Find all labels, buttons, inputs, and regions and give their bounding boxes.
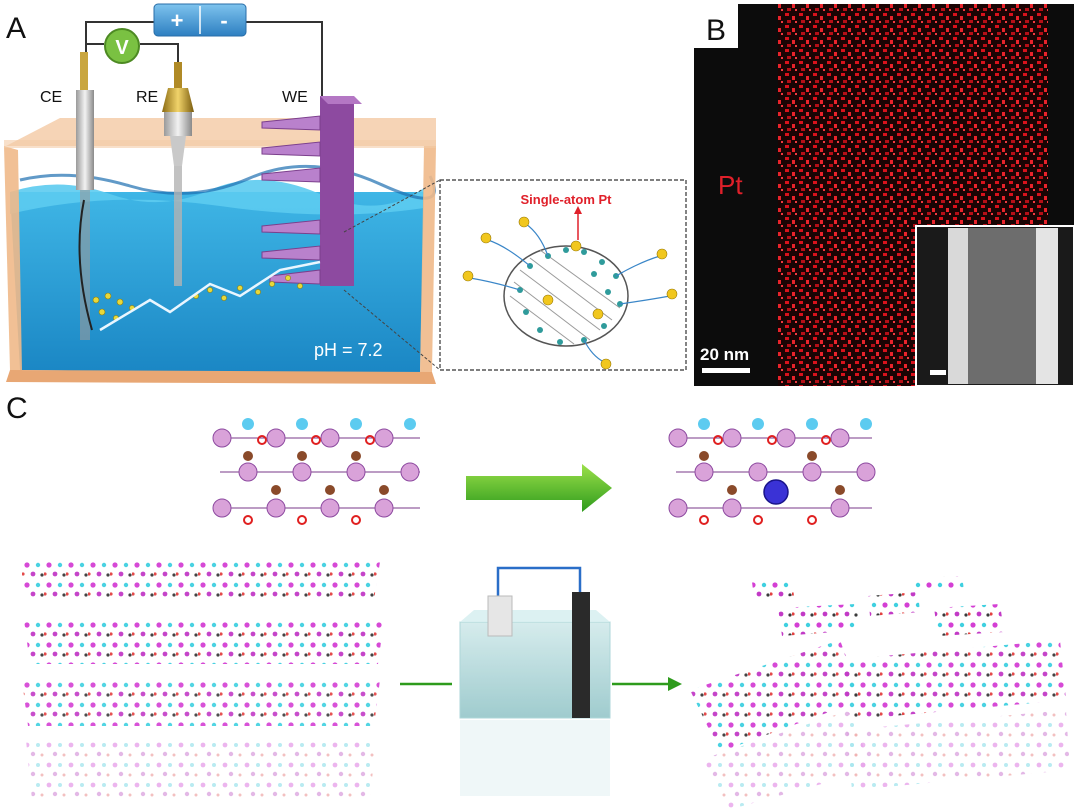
ph-label: pH = 7.2	[314, 340, 383, 360]
panel-b-letter: B	[706, 14, 726, 47]
panel-a-electrochemical-cell: + - V CE RE WE	[4, 4, 440, 384]
doped-lattice-top-view	[669, 418, 875, 524]
pristine-lattice-top-view	[213, 418, 420, 524]
layered-bulk-crystal	[20, 562, 384, 800]
power-supply-plus: +	[171, 8, 184, 33]
we-label: WE	[282, 89, 308, 106]
single-atom-dopant	[764, 480, 788, 504]
pt-element-label: Pt	[718, 170, 743, 200]
voltmeter-label: V	[115, 37, 129, 59]
exfoliated-nanosheets	[690, 576, 1070, 810]
cell-reflection	[460, 720, 610, 796]
inset-scale-bar	[930, 370, 946, 375]
re-label: RE	[136, 89, 158, 106]
power-supply-minus: -	[220, 8, 227, 33]
panel-c-schematic	[20, 418, 1070, 810]
panel-b-elemental-map: B Pt 20 nm	[694, 4, 1074, 386]
transformation-arrow	[466, 464, 612, 512]
power-supply: + -	[154, 4, 246, 36]
exfoliation-cell	[460, 568, 610, 796]
sem-inset-image	[916, 226, 1074, 386]
scale-bar-label: 20 nm	[700, 345, 749, 364]
scale-bar	[702, 368, 750, 373]
ce-label: CE	[40, 89, 62, 106]
voltmeter: V	[105, 29, 139, 63]
single-atom-pt-label: Single-atom Pt	[520, 192, 612, 207]
single-atom-pt-inset: Single-atom Pt	[440, 180, 686, 370]
